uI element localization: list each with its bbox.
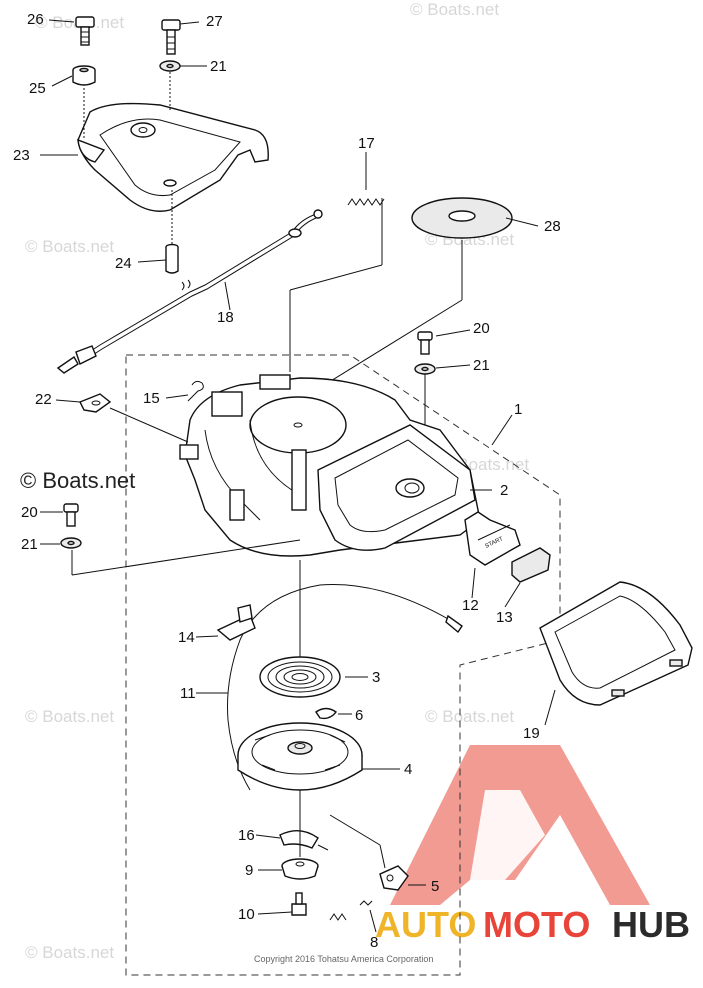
bracket-14 (216, 604, 256, 641)
label-26: 26 (27, 11, 44, 28)
watermark-8: © Boats.net (25, 943, 114, 962)
label-23: 23 (13, 147, 30, 164)
label-22: 22 (35, 391, 52, 408)
label-21-right: 21 (473, 357, 490, 374)
label-1: 1 (514, 401, 522, 418)
label-6: 6 (355, 707, 363, 724)
watermark-2: © Boats.net (410, 0, 499, 19)
label-19: 19 (523, 725, 540, 742)
watermark-6: © Boats.net (25, 707, 114, 726)
collar-24 (165, 243, 179, 274)
handle-bracket-2 (317, 424, 476, 551)
bolt-10 (291, 892, 307, 916)
spring-17 (347, 198, 385, 206)
label-12: 12 (462, 597, 479, 614)
label-10: 10 (238, 906, 255, 923)
label-8: 8 (370, 934, 378, 951)
copyright-text: Copyright 2016 Tohatsu America Corporati… (254, 954, 433, 964)
label-15: 15 (143, 390, 160, 407)
spring-15 (187, 380, 204, 402)
label-2: 2 (500, 482, 508, 499)
assembly-boundary (125, 354, 561, 976)
insert-13 (511, 547, 551, 583)
bolt-27 (161, 19, 181, 55)
watermark-large: © Boats.net (20, 468, 135, 493)
label-13: 13 (496, 609, 513, 626)
watermark-7: © Boats.net (425, 707, 514, 726)
label-27: 27 (206, 13, 223, 30)
pulley-9 (281, 858, 319, 880)
callout-lines (40, 19, 556, 933)
logo-text-moto: MOTO (483, 904, 590, 945)
clip-22 (79, 393, 112, 413)
cable-18 (56, 209, 323, 374)
logo-text-auto: AUTO (375, 904, 476, 945)
label-16: 16 (238, 827, 255, 844)
label-25: 25 (29, 80, 46, 97)
label-20-right: 20 (473, 320, 490, 337)
pawl-5 (379, 865, 409, 891)
label-18: 18 (217, 309, 234, 326)
spring-8 (329, 900, 373, 921)
label-21-top: 21 (210, 58, 227, 75)
washer-28 (411, 197, 513, 239)
label-14: 14 (178, 629, 195, 646)
label-5: 5 (431, 878, 439, 895)
label-20-left: 20 (21, 504, 38, 521)
bolt-20-left (63, 503, 79, 527)
watermark-3: © Boats.net (25, 237, 114, 256)
clip-6 (315, 707, 337, 720)
label-21-left: 21 (21, 536, 38, 553)
bushing-25 (72, 65, 96, 86)
label-11: 11 (180, 685, 196, 702)
reel-4 (237, 722, 363, 791)
cover-23 (77, 102, 269, 212)
handle-12: START (464, 511, 521, 566)
label-4: 4 (404, 761, 412, 778)
spiral-spring-3 (259, 656, 341, 698)
part-labels: 26 27 21 25 23 24 17 18 28 20 21 1 2 22 … (13, 11, 561, 951)
plate-16 (279, 830, 319, 849)
bolt-26 (75, 16, 95, 46)
bolt-20-right (417, 331, 433, 355)
label-9: 9 (245, 862, 253, 879)
automotohub-logo: AUTO MOTO HUB (375, 745, 690, 945)
cover-19 (539, 581, 693, 706)
label-3: 3 (372, 669, 380, 686)
logo-text-hub: HUB (612, 904, 690, 945)
label-24: 24 (115, 255, 132, 272)
label-28: 28 (544, 218, 561, 235)
label-17: 17 (358, 135, 375, 152)
